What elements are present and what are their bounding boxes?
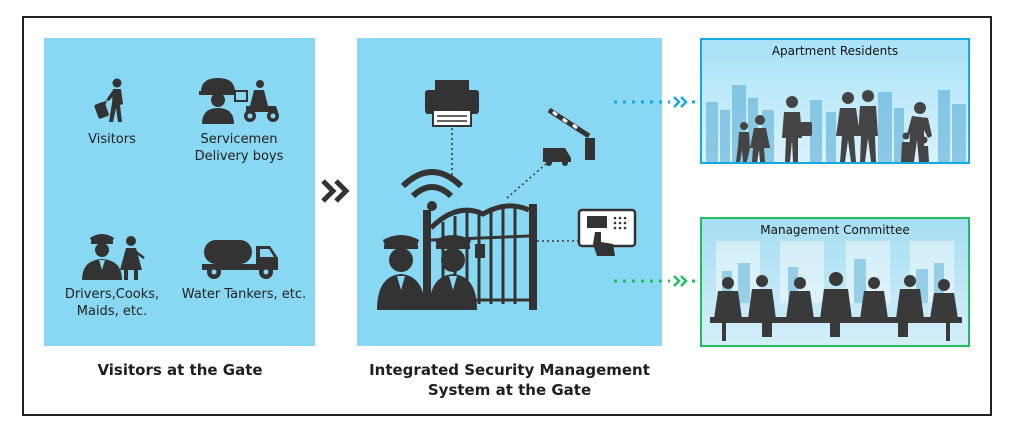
security-guards-icon (377, 235, 477, 310)
visitor-with-luggage-icon (94, 78, 123, 122)
security-system-illustration (377, 80, 637, 310)
boom-barrier-icon (543, 107, 595, 166)
driver-and-maid-icon (82, 234, 145, 280)
visitors-at-gate-caption: Visitors at the Gate (97, 361, 263, 379)
wifi-icon (400, 169, 464, 199)
residents-illustration (706, 85, 966, 162)
water-tanker-icon (202, 240, 278, 279)
management-committee-box: Management Committee (700, 217, 970, 347)
security-system-caption-line2: System at the Gate (427, 381, 592, 399)
water-tankers-label: Water Tankers, etc. (181, 287, 307, 302)
visitors-label: Visitors (88, 132, 136, 147)
management-committee-title: Management Committee (760, 223, 910, 237)
drivers-cooks-maids-label: Drivers,Cooks, Maids, etc. (64, 287, 160, 319)
security-system-caption-line1: Integrated Security Management (369, 361, 650, 379)
double-chevron-right-icon (321, 179, 350, 203)
access-keypad-icon (577, 208, 637, 256)
delivery-scooter-icon (199, 78, 279, 124)
servicemen-label: Servicemen Delivery boys (194, 132, 284, 164)
printer-icon (425, 80, 479, 127)
apartment-residents-box: Apartment Residents (700, 38, 970, 164)
apartment-residents-title: Apartment Residents (771, 44, 899, 58)
committee-meeting-illustration (710, 241, 962, 341)
visitors-panel (44, 38, 315, 346)
